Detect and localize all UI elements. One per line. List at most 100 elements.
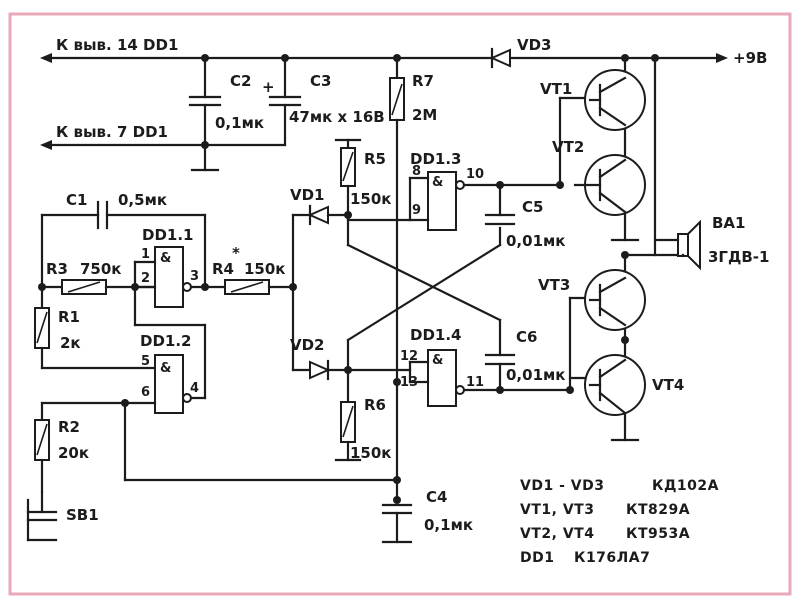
- pin-12: 12: [400, 349, 418, 364]
- capacitor-c4: [381, 503, 413, 544]
- gate-dd11: [133, 246, 227, 327]
- pin-8: 8: [412, 164, 421, 179]
- capacitor-c3: [268, 56, 302, 147]
- parts-row-1-ref: VT1, VT3: [520, 502, 594, 518]
- diode-vd1: [291, 204, 350, 226]
- transistor-vt2: [573, 154, 646, 216]
- parts-row-3-ref: DD1: [520, 550, 554, 566]
- r1-value: 2к: [60, 334, 81, 352]
- dd13-label: DD1.3: [410, 150, 461, 168]
- pin-10: 10: [466, 167, 484, 182]
- c6-label: C6: [516, 328, 537, 346]
- diode-vd3: [489, 47, 511, 69]
- parts-row-0-ref: VD1 - VD3: [520, 478, 604, 494]
- top-rail: [40, 53, 728, 63]
- pin-3: 3: [190, 269, 199, 284]
- dd11-label: DD1.1: [142, 226, 193, 244]
- vd3-label: VD3: [517, 36, 552, 54]
- r1-label: R1: [58, 308, 80, 326]
- gate-dd11-and-symbol: &: [160, 251, 171, 266]
- pin-6: 6: [141, 385, 150, 400]
- c5-label: C5: [522, 198, 543, 216]
- pin-2: 2: [141, 271, 150, 286]
- c4-value: 0,1мк: [424, 516, 473, 534]
- capacitor-c5: [484, 183, 516, 226]
- c5-value: 0,01мк: [506, 232, 565, 250]
- vt1-label: VT1: [540, 80, 572, 98]
- r6-label: R6: [364, 396, 386, 414]
- r3-label: R3: [46, 260, 68, 278]
- pin7-rail: [40, 140, 287, 150]
- parts-row-0-type: КД102А: [652, 478, 719, 494]
- capacitor-c6: [484, 353, 516, 392]
- pin-5: 5: [141, 354, 150, 369]
- pin14-label: К выв. 14 DD1: [56, 36, 178, 54]
- sb1-label: SB1: [66, 506, 99, 524]
- vcc-label: +9В: [733, 49, 767, 67]
- resistor-r5: [334, 138, 362, 217]
- pin-1: 1: [141, 247, 150, 262]
- gate-dd13-and-symbol: &: [432, 175, 443, 190]
- vt4-label: VT4: [652, 376, 684, 394]
- r3-value: 750к: [80, 260, 122, 278]
- pin-9: 9: [412, 203, 421, 218]
- vt3-label: VT3: [538, 276, 570, 294]
- c3-label: C3: [310, 72, 331, 90]
- gate-dd14: [408, 349, 572, 407]
- r7-value: 2М: [412, 106, 437, 124]
- resistor-r4: [224, 279, 295, 295]
- r5-value: 150к: [350, 190, 392, 208]
- cross-coupling: [346, 213, 502, 384]
- c1-value: 0,5мк: [118, 191, 167, 209]
- capacitor-c2: [188, 56, 222, 172]
- resistor-r6: [334, 368, 362, 462]
- speaker-ba1: [653, 219, 701, 271]
- r5-label: R5: [364, 150, 386, 168]
- parts-row-1-type: КТ829А: [626, 502, 690, 518]
- junction-dots: [38, 54, 659, 504]
- pin7-label: К выв. 7 DD1: [56, 123, 168, 141]
- r7-label: R7: [412, 72, 434, 90]
- r4-value: 150к: [244, 260, 286, 278]
- c3-value: 47мк х 16В: [289, 108, 385, 126]
- capacitor-c1: [40, 200, 207, 289]
- transistor-vt4: [584, 354, 646, 416]
- pin-4: 4: [190, 381, 199, 396]
- parts-row-2-ref: VT2, VT4: [520, 526, 594, 542]
- parts-row-3-type: К176ЛА7: [574, 550, 650, 566]
- pin-11: 11: [466, 375, 484, 390]
- gate-dd13: [408, 171, 562, 231]
- c2-value: 0,1мк: [215, 114, 264, 132]
- gate-dd12-and-symbol: &: [160, 361, 171, 376]
- r4-star: *: [232, 244, 240, 262]
- ba1-value: 3ГДВ-1: [708, 248, 769, 266]
- vt2-label: VT2: [552, 138, 584, 156]
- vd1-label: VD1: [290, 186, 325, 204]
- c6-value: 0,01мк: [506, 366, 565, 384]
- gate-dd12: [40, 323, 207, 414]
- r2-value: 20к: [58, 444, 89, 462]
- pin-13: 13: [400, 375, 418, 390]
- c2-label: C2: [230, 72, 251, 90]
- button-sb1: [26, 490, 58, 542]
- c4-label: C4: [426, 488, 447, 506]
- vd2-label: VD2: [290, 336, 325, 354]
- dd12-label: DD1.2: [140, 332, 191, 350]
- r6-value: 150к: [350, 444, 392, 462]
- dd14-label: DD1.4: [410, 326, 461, 344]
- resistor-r1: [34, 285, 157, 370]
- parts-row-2-type: КТ953А: [626, 526, 690, 542]
- c3-plus: +: [262, 78, 275, 96]
- ba1-label: BA1: [712, 214, 745, 232]
- resistor-r2: [34, 401, 50, 494]
- c1-label: C1: [66, 191, 87, 209]
- diode-vd2: [291, 359, 350, 381]
- resistor-r7: [389, 56, 405, 502]
- r2-label: R2: [58, 418, 80, 436]
- transistor-vt1: [584, 69, 646, 131]
- parts-table: VD1 - VD3 КД102А VT1, VT3 КТ829А VT2, VT…: [520, 478, 719, 566]
- r4-label: R4: [212, 260, 234, 278]
- transistor-vt3: [584, 269, 646, 331]
